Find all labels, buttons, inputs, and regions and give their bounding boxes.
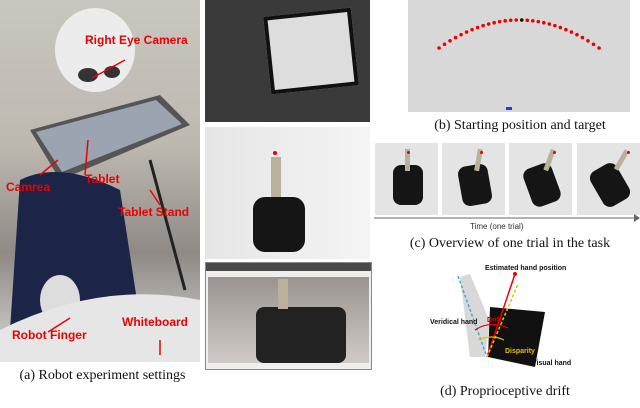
target-dot	[553, 23, 557, 28]
target-dot	[453, 35, 458, 40]
image-viewer-window	[205, 262, 372, 370]
caption-d: (d) Proprioceptive drift	[440, 384, 570, 399]
caption-b: (b) Starting position and target	[434, 118, 606, 133]
target-dot	[558, 25, 563, 30]
target-dot	[448, 39, 452, 43]
target-dot	[437, 46, 441, 50]
caption-c: (c) Overview of one trial in the task	[409, 236, 611, 251]
tablet-photo	[205, 0, 370, 122]
label-whiteboard: Whiteboard	[122, 315, 188, 329]
target-dot	[586, 39, 590, 43]
label-estimated-hand-position: Estimated hand position	[485, 265, 567, 272]
target-dot	[514, 18, 519, 22]
label-robot-finger: Robot Finger	[12, 328, 87, 342]
proprioceptive-drift-diagram	[457, 272, 545, 367]
target-dot	[442, 42, 447, 47]
trial-frame	[577, 143, 640, 215]
time-label: Time (one trial)	[470, 222, 524, 231]
target-dot	[492, 20, 496, 25]
target-dot	[486, 22, 491, 26]
target-dot	[542, 20, 546, 25]
target-dot	[597, 46, 601, 50]
target-dot	[569, 30, 574, 34]
time-arrow	[374, 214, 640, 222]
label-drift: Drift	[487, 317, 502, 324]
starting-position-plot	[408, 0, 630, 112]
label-veridical-hand: Veridical hand	[430, 319, 478, 326]
target-dot	[575, 32, 579, 37]
label-visual-hand: Visual hand	[532, 360, 572, 367]
target-dot	[503, 19, 508, 23]
target-dot	[470, 27, 474, 32]
trial-frame	[375, 143, 438, 215]
trial-frame	[442, 143, 505, 215]
target-dot	[580, 35, 585, 40]
caption-a: (a) Robot experiment settings	[19, 368, 186, 383]
target-dot	[547, 22, 552, 26]
target-dot	[564, 27, 568, 32]
target-dot	[536, 19, 541, 24]
label-camera: Camrea	[6, 180, 51, 194]
target-dot	[591, 42, 596, 47]
trial-frame	[509, 143, 572, 215]
target-dot	[475, 25, 480, 30]
robot-photo	[0, 0, 200, 362]
finger-camera-view	[205, 127, 370, 259]
target-dot	[530, 19, 535, 23]
label-tablet: Tablet	[85, 172, 120, 186]
target-dot	[519, 18, 524, 22]
target-dot	[481, 23, 485, 28]
label-tablet-stand: Tablet Stand	[118, 205, 190, 219]
target-dot	[508, 18, 513, 23]
target-dot	[459, 32, 463, 37]
target-dot	[497, 19, 502, 24]
label-disparity: Disparity	[505, 348, 535, 355]
label-right-eye-camera: Right Eye Camera	[85, 33, 188, 47]
target-dot	[464, 30, 469, 34]
target-dot	[525, 18, 530, 23]
